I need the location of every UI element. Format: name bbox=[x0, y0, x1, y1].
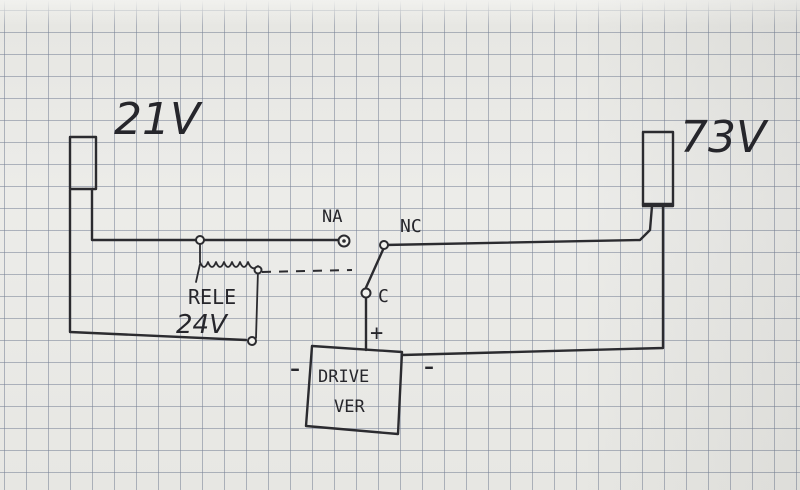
relay-coil bbox=[199, 261, 259, 270]
driver-minus-right-label: - bbox=[420, 349, 438, 384]
terminal-c bbox=[360, 287, 372, 299]
wire-right-to-driver bbox=[400, 204, 665, 357]
switch-lever bbox=[362, 241, 388, 294]
driver-label-line2: VER bbox=[334, 397, 365, 417]
driver-label-line1: DRIVE bbox=[318, 367, 369, 387]
terminal-na-dot bbox=[342, 239, 346, 243]
right-component bbox=[641, 130, 675, 208]
left-component bbox=[68, 135, 98, 191]
wire-left-to-na bbox=[90, 188, 340, 242]
relay-coil-right-lead bbox=[255, 269, 259, 339]
wire-left-bottom bbox=[68, 188, 248, 342]
coil-bottom-terminal bbox=[247, 336, 257, 346]
driver-minus-left-label: - bbox=[286, 351, 304, 386]
voltage-left-label: 21V bbox=[114, 94, 203, 145]
relay-label: RELE bbox=[188, 285, 236, 309]
terminal-nc bbox=[379, 240, 389, 250]
coil-terminal bbox=[253, 265, 263, 275]
contact-nc-label: NC bbox=[400, 216, 422, 237]
driver-plus-label: + bbox=[370, 321, 383, 346]
voltage-right-label: 73V bbox=[680, 112, 769, 163]
relay-voltage-label: 24V bbox=[176, 310, 229, 340]
paper-top-edge bbox=[0, 0, 800, 26]
driver-box bbox=[304, 344, 404, 436]
paper-shading bbox=[580, 0, 800, 490]
wire-nc-to-right bbox=[382, 204, 654, 247]
mechanical-link bbox=[261, 269, 353, 273]
contact-na-label: NA bbox=[322, 207, 342, 227]
node-junction bbox=[195, 235, 205, 245]
relay-coil-left-tail bbox=[195, 263, 201, 283]
contact-c-label: C bbox=[378, 286, 389, 307]
